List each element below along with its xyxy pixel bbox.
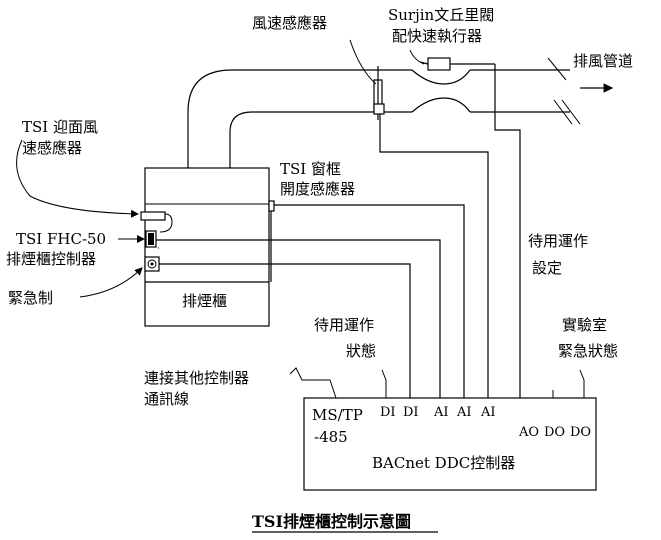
- wire-actuator-to-ao: [494, 64, 521, 398]
- exhaust-duct-label: 排風管道: [573, 52, 633, 70]
- ai-label-2: AI: [456, 405, 472, 420]
- duct-break-mark-3: [561, 99, 581, 125]
- air-velocity-sensor-head: [373, 103, 385, 115]
- fhc-label-line1: TSI FHC-50: [16, 230, 106, 248]
- fhc-label-line2: 排煙櫃控制器: [6, 250, 96, 268]
- di-label-1: DI: [380, 405, 396, 420]
- standby-status-stub: [381, 369, 387, 381]
- venturi-valve: [411, 69, 471, 113]
- duct-outer-wall: [187, 69, 375, 168]
- emergency-button-center: [150, 262, 154, 266]
- wire-emergency-to-di: [159, 263, 411, 398]
- lab-emergency-label-line2: 緊急狀態: [558, 342, 618, 360]
- mstp-label-line2: -485: [314, 428, 348, 446]
- network-label-line1: 連接其他控制器: [144, 369, 249, 387]
- face-velocity-pointer: [16, 139, 139, 218]
- lab-emergency-stub: [579, 369, 585, 381]
- ddc-controller-box: [303, 397, 597, 491]
- network-label-line2: 通訊線: [144, 390, 189, 408]
- duct-break-mark-1: [547, 57, 567, 81]
- standby-status-label-line1: 待用運作: [314, 316, 374, 334]
- diagram-title: TSI排煙櫃控制示意圖: [252, 512, 411, 531]
- network-wire: [289, 367, 337, 399]
- face-velocity-sensor: [140, 211, 166, 221]
- fhc-controller-display: [148, 233, 154, 245]
- emergency-pointer: [79, 267, 143, 298]
- valve-actuator: [419, 57, 495, 71]
- do-label-2: DO: [570, 425, 591, 440]
- di-label-2: DI: [403, 405, 419, 420]
- face-velocity-label-line1: TSI 迎面風: [22, 118, 98, 136]
- duct-inner-wall: [229, 111, 375, 168]
- hood-label: 排煙櫃: [182, 292, 227, 310]
- air-velocity-sensor-leader: [349, 39, 377, 85]
- standby-setting-label-line1: 待用運作: [528, 232, 588, 250]
- fume-hood-body: [144, 167, 270, 327]
- wire-sash-to-ai: [274, 204, 465, 398]
- valve-label-line1: Surjin文丘里閥: [388, 6, 494, 24]
- emergency-button: [147, 259, 157, 269]
- sash-sensor: [268, 200, 275, 212]
- duct-break-mark-2: [553, 99, 573, 125]
- air-velocity-sensor: [373, 66, 385, 120]
- standby-status-label-line2: 狀態: [346, 342, 376, 360]
- air-velocity-sensor-label: 風速感應器: [252, 14, 327, 32]
- mstp-label-line1: MS/TP: [312, 406, 363, 424]
- fume-hood: [140, 167, 275, 327]
- signal-wires: [156, 64, 521, 398]
- valve-label-line2: 配快速執行器: [392, 27, 482, 45]
- ao-label: AO: [518, 425, 539, 440]
- ai-label-1: AI: [433, 405, 449, 420]
- standby-setting-label-line2: 設定: [532, 259, 562, 277]
- duct-group: [187, 57, 614, 168]
- face-velocity-label-line2: 速感應器: [22, 139, 82, 157]
- wire-fhc-to-ai: [156, 239, 441, 398]
- wire-air-velocity-to-ai: [379, 114, 489, 398]
- ai-label-3: AI: [480, 405, 496, 420]
- sash-sensor-label-line2: 開度感應器: [280, 180, 355, 198]
- actuator-body: [427, 57, 451, 71]
- valve-label-leader: [409, 49, 425, 65]
- lab-emergency-label-line1: 實驗室: [562, 316, 607, 334]
- emergency-label: 緊急制: [8, 289, 53, 307]
- do-label-1: DO: [544, 425, 565, 440]
- ddc-controller-label: BACnet DDC控制器: [372, 454, 515, 472]
- sash-sensor-label-line1: TSI 窗框: [280, 160, 341, 178]
- face-velocity-sensor-cable: [159, 213, 173, 233]
